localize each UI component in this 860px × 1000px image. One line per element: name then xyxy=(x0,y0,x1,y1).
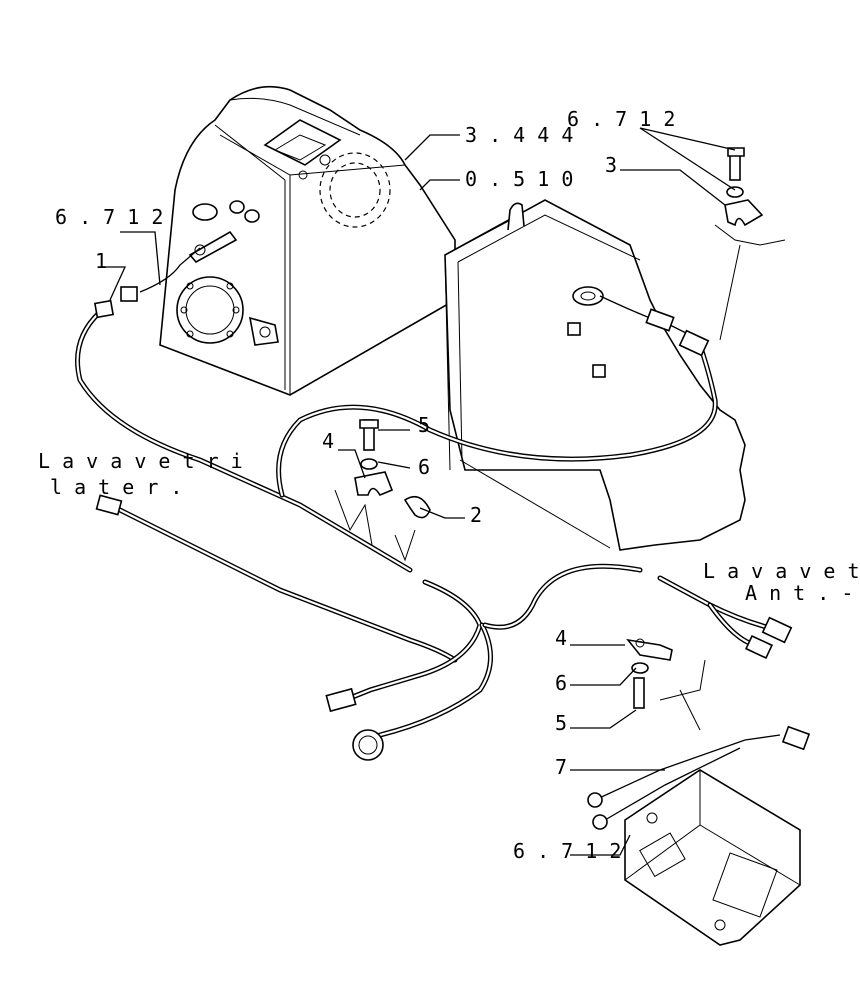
callout-labels: 3 . 4 4 4 0 . 5 1 0 6 . 7 1 2 6 . 7 1 2 … xyxy=(38,107,860,863)
label-item-4-bottom: 4 xyxy=(555,626,567,650)
label-ref-0510: 0 . 5 1 0 xyxy=(465,167,573,191)
label-item-4-top: 4 xyxy=(322,429,334,453)
clamp-group-top xyxy=(334,419,431,562)
label-ref-3444: 3 . 4 4 4 xyxy=(465,123,573,147)
label-lavavet-line1: L a v a v e t xyxy=(703,559,860,583)
label-lavavet-line2: A n t . - xyxy=(745,581,853,605)
connectors xyxy=(93,286,793,761)
label-lavavetri-line2: l a t e r . xyxy=(50,475,182,499)
label-item-3: 3 xyxy=(605,153,617,177)
label-item-7: 7 xyxy=(555,755,567,779)
label-item-5-top: 5 xyxy=(418,413,430,437)
label-item-2: 2 xyxy=(470,503,482,527)
leader-lines xyxy=(100,127,736,856)
label-item-6-top: 6 xyxy=(418,455,430,479)
label-item-1: 1 xyxy=(95,249,107,273)
bracket-item-3 xyxy=(714,147,786,341)
label-ref-6712-left: 6 . 7 1 2 xyxy=(55,205,163,229)
label-item-6-bottom: 6 xyxy=(555,671,567,695)
fuel-tank xyxy=(444,199,746,551)
bracket-group-bottom xyxy=(626,638,706,731)
label-item-5-bottom: 5 xyxy=(555,711,567,735)
harness-cables xyxy=(75,247,773,738)
label-ref-6712-bottom: 6 . 7 1 2 xyxy=(513,839,621,863)
transmission-housing xyxy=(159,85,456,396)
label-ref-6712-top: 6 . 7 1 2 xyxy=(567,107,675,131)
battery-switch xyxy=(587,725,811,946)
label-lavavetri-line1: L a v a v e t r i xyxy=(38,449,243,473)
